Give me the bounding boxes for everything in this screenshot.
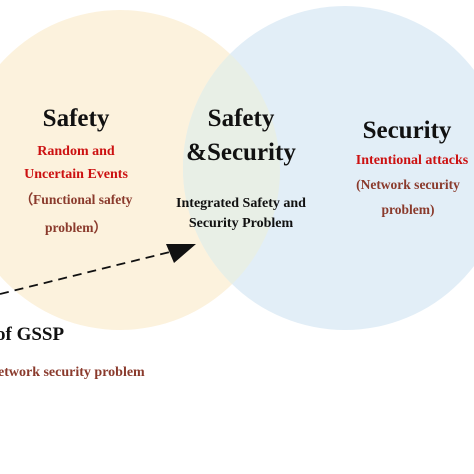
overlap-title-line-1: Safety bbox=[208, 105, 275, 132]
safety-line-2: Uncertain Events bbox=[24, 167, 128, 182]
security-line-3: problem) bbox=[382, 202, 435, 217]
safety-line-3: （Functional safety bbox=[20, 192, 133, 207]
safety-line-4: problem） bbox=[45, 220, 107, 235]
gssp-sublabel: etwork security problem bbox=[0, 365, 145, 380]
overlap-desc-line-2: Security Problem bbox=[189, 216, 294, 231]
security-line-1: Intentional attacks bbox=[356, 153, 469, 168]
overlap-title-line-2: &Security bbox=[186, 139, 296, 166]
gssp-dashed-arrow bbox=[0, 244, 192, 295]
safety-line-1: Random and bbox=[37, 144, 115, 159]
security-line-2: (Network security bbox=[356, 177, 460, 192]
safety-title: Safety bbox=[43, 105, 110, 132]
security-title: Security bbox=[363, 117, 452, 144]
gssp-label: of GSSP bbox=[0, 324, 64, 345]
arrowhead-icon bbox=[166, 244, 196, 263]
overlap-desc-line-1: Integrated Safety and bbox=[176, 196, 306, 211]
